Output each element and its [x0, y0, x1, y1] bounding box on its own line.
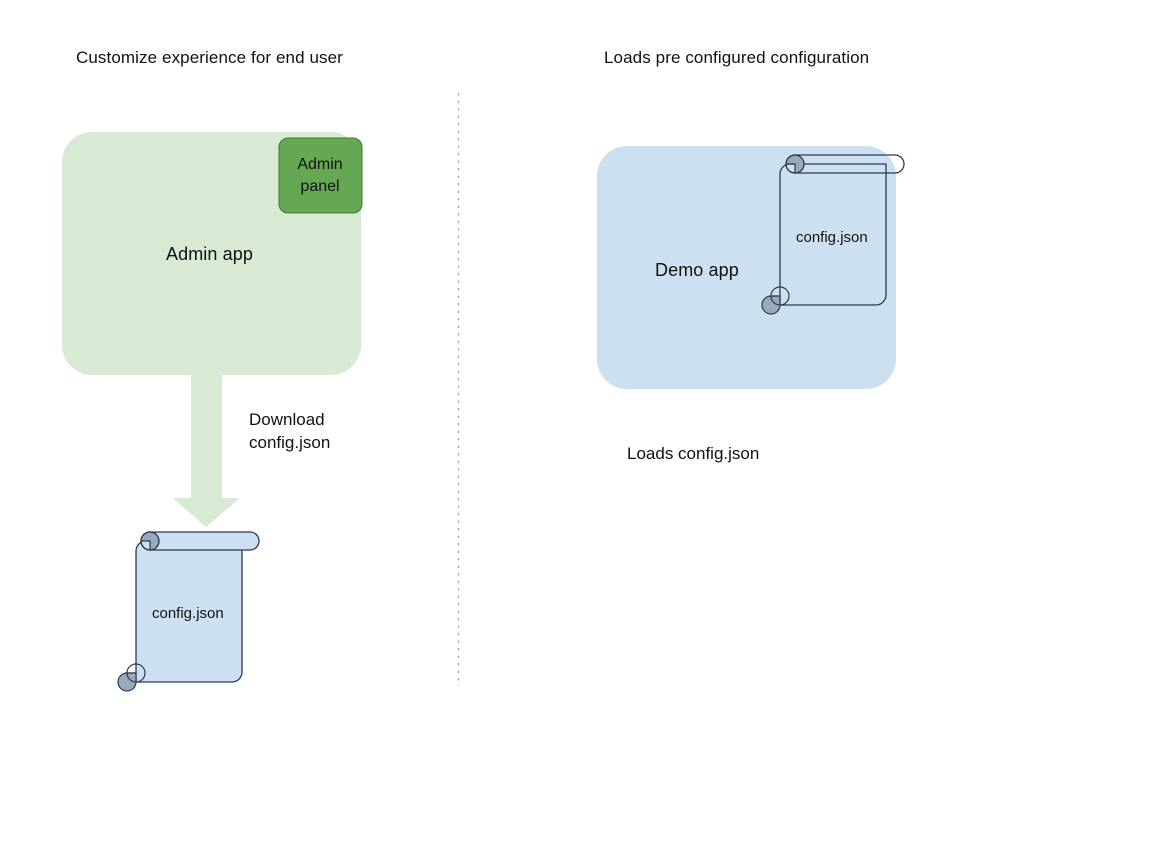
config-json-scroll-left[interactable] [117, 531, 260, 692]
config-json-scroll-right[interactable] [761, 154, 905, 315]
loads-config-caption: Loads config.json [627, 444, 760, 463]
heading-right: Loads pre configured configuration [604, 48, 870, 67]
download-arrow-label: Download config.json [249, 410, 331, 452]
demo-app-label: Demo app [655, 260, 739, 280]
admin-app-label: Admin app [166, 244, 253, 264]
admin-panel-box[interactable] [278, 137, 363, 214]
demo-app-box[interactable] [597, 146, 896, 389]
heading-left: Customize experience for end user [76, 48, 343, 67]
download-arrow [173, 373, 240, 527]
config-json-label-right: config.json [796, 229, 868, 246]
config-json-label-left: config.json [152, 605, 224, 622]
admin-panel-label: Admin panel [297, 156, 343, 196]
